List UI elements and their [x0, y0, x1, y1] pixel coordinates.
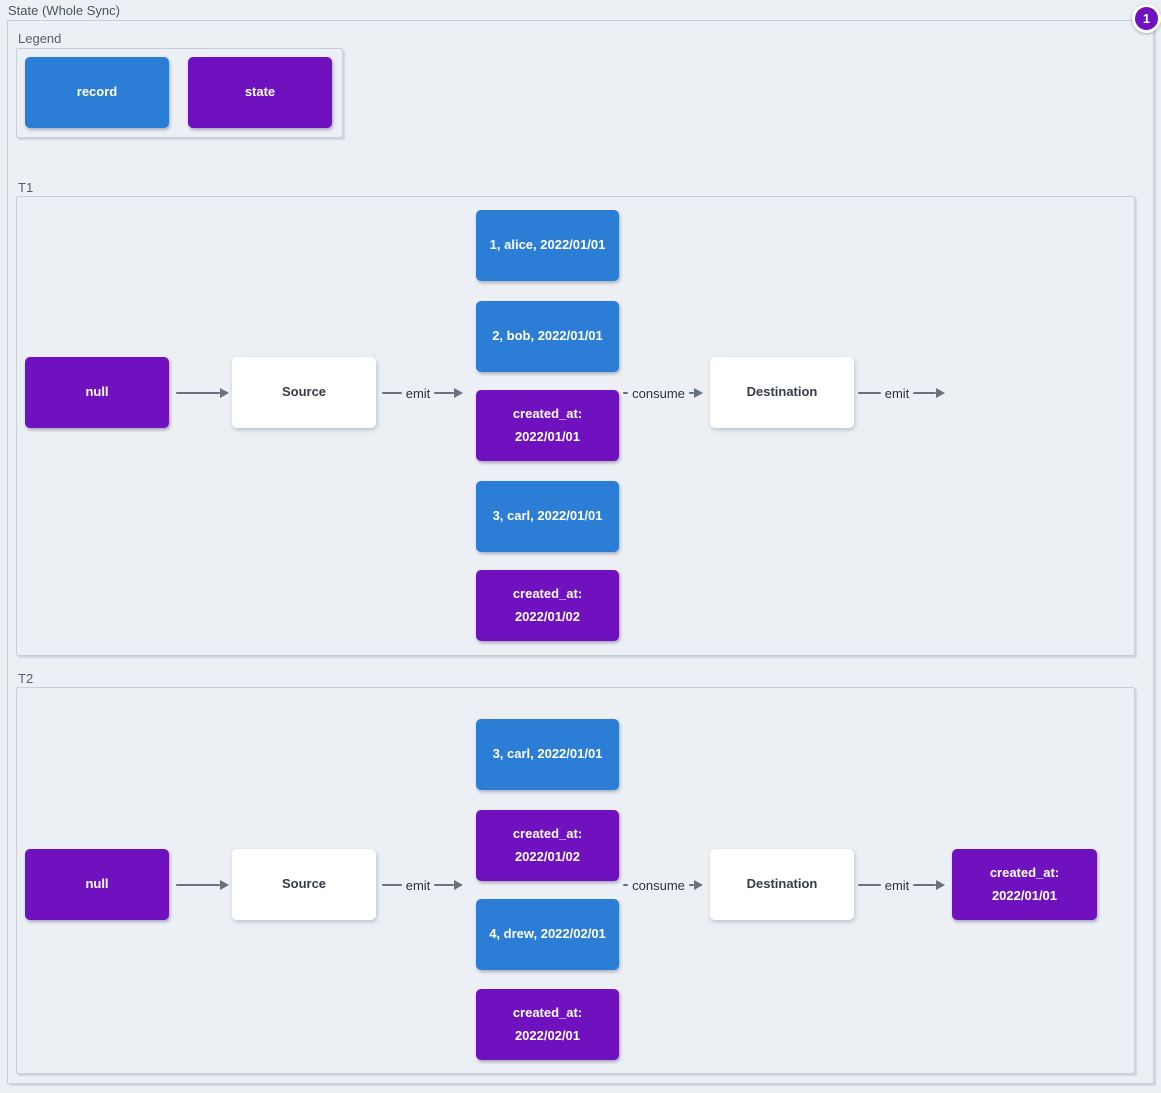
section-t2 [16, 687, 1135, 1074]
edge-line [913, 883, 936, 887]
t1-null-node: null [25, 357, 169, 428]
t2-edge-consume: consume [623, 875, 703, 895]
t1-record-node: 3, carl, 2022/01/01 [476, 481, 619, 552]
edge-label: consume [632, 385, 685, 401]
t1-destination-node: Destination [710, 357, 854, 428]
legend-label: Legend [18, 31, 62, 46]
t2-null-node: null [25, 849, 169, 920]
t1-edge-emit-right: emit [858, 383, 945, 403]
section-t1-label: T1 [18, 180, 34, 195]
arrowhead-icon [454, 388, 463, 398]
arrowhead-icon [694, 388, 703, 398]
annotation-badge: 1 [1132, 4, 1161, 33]
t2-record-node: 4, drew, 2022/02/01 [476, 899, 619, 970]
t1-source-node: Source [232, 357, 376, 428]
edge-line [623, 391, 629, 395]
t2-destination-node: Destination [710, 849, 854, 920]
edge-line [176, 883, 220, 887]
arrowhead-icon [936, 388, 945, 398]
edge-label: consume [632, 877, 685, 893]
edge-line [623, 883, 629, 887]
arrowhead-icon [936, 880, 945, 890]
t1-record-node: 2, bob, 2022/01/01 [476, 301, 619, 372]
t2-state-node: created_at: 2022/01/02 [476, 810, 619, 881]
section-t2-label: T2 [18, 671, 34, 686]
arrowhead-icon [220, 880, 229, 890]
t2-emitted-state-node: created_at: 2022/01/01 [952, 849, 1097, 920]
edge-line [688, 391, 694, 395]
edge-label: emit [884, 877, 910, 893]
edge-line [434, 883, 454, 887]
edge-line [382, 391, 402, 395]
section-t1 [16, 196, 1135, 656]
arrowhead-icon [220, 388, 229, 398]
t2-edge-emit-right: emit [858, 875, 945, 895]
t1-edge-null-to-source [176, 383, 229, 403]
edge-line [434, 391, 454, 395]
edge-line [913, 391, 936, 395]
edge-line [688, 883, 694, 887]
t2-record-node: 3, carl, 2022/01/01 [476, 719, 619, 790]
t2-edge-emit-left: emit [382, 875, 463, 895]
t1-edge-emit-left: emit [382, 383, 463, 403]
edge-line [382, 883, 402, 887]
diagram-title: State (Whole Sync) [8, 3, 120, 18]
edge-line [176, 391, 220, 395]
whole-sync-container [7, 20, 1154, 1084]
edge-label: emit [405, 877, 431, 893]
t2-state-node: created_at: 2022/02/01 [476, 989, 619, 1060]
t2-edge-null-to-source [176, 875, 229, 895]
t2-source-node: Source [232, 849, 376, 920]
t1-record-node: 1, alice, 2022/01/01 [476, 210, 619, 281]
edge-line [858, 883, 881, 887]
arrowhead-icon [454, 880, 463, 890]
arrowhead-icon [694, 880, 703, 890]
legend-state-swatch: state [188, 57, 332, 128]
t1-edge-consume: consume [623, 383, 703, 403]
t1-state-node: created_at: 2022/01/02 [476, 570, 619, 641]
legend-record-swatch: record [25, 57, 169, 128]
legend-box [16, 48, 343, 138]
edge-line [858, 391, 881, 395]
t1-state-node: created_at: 2022/01/01 [476, 390, 619, 461]
edge-label: emit [405, 385, 431, 401]
edge-label: emit [884, 385, 910, 401]
